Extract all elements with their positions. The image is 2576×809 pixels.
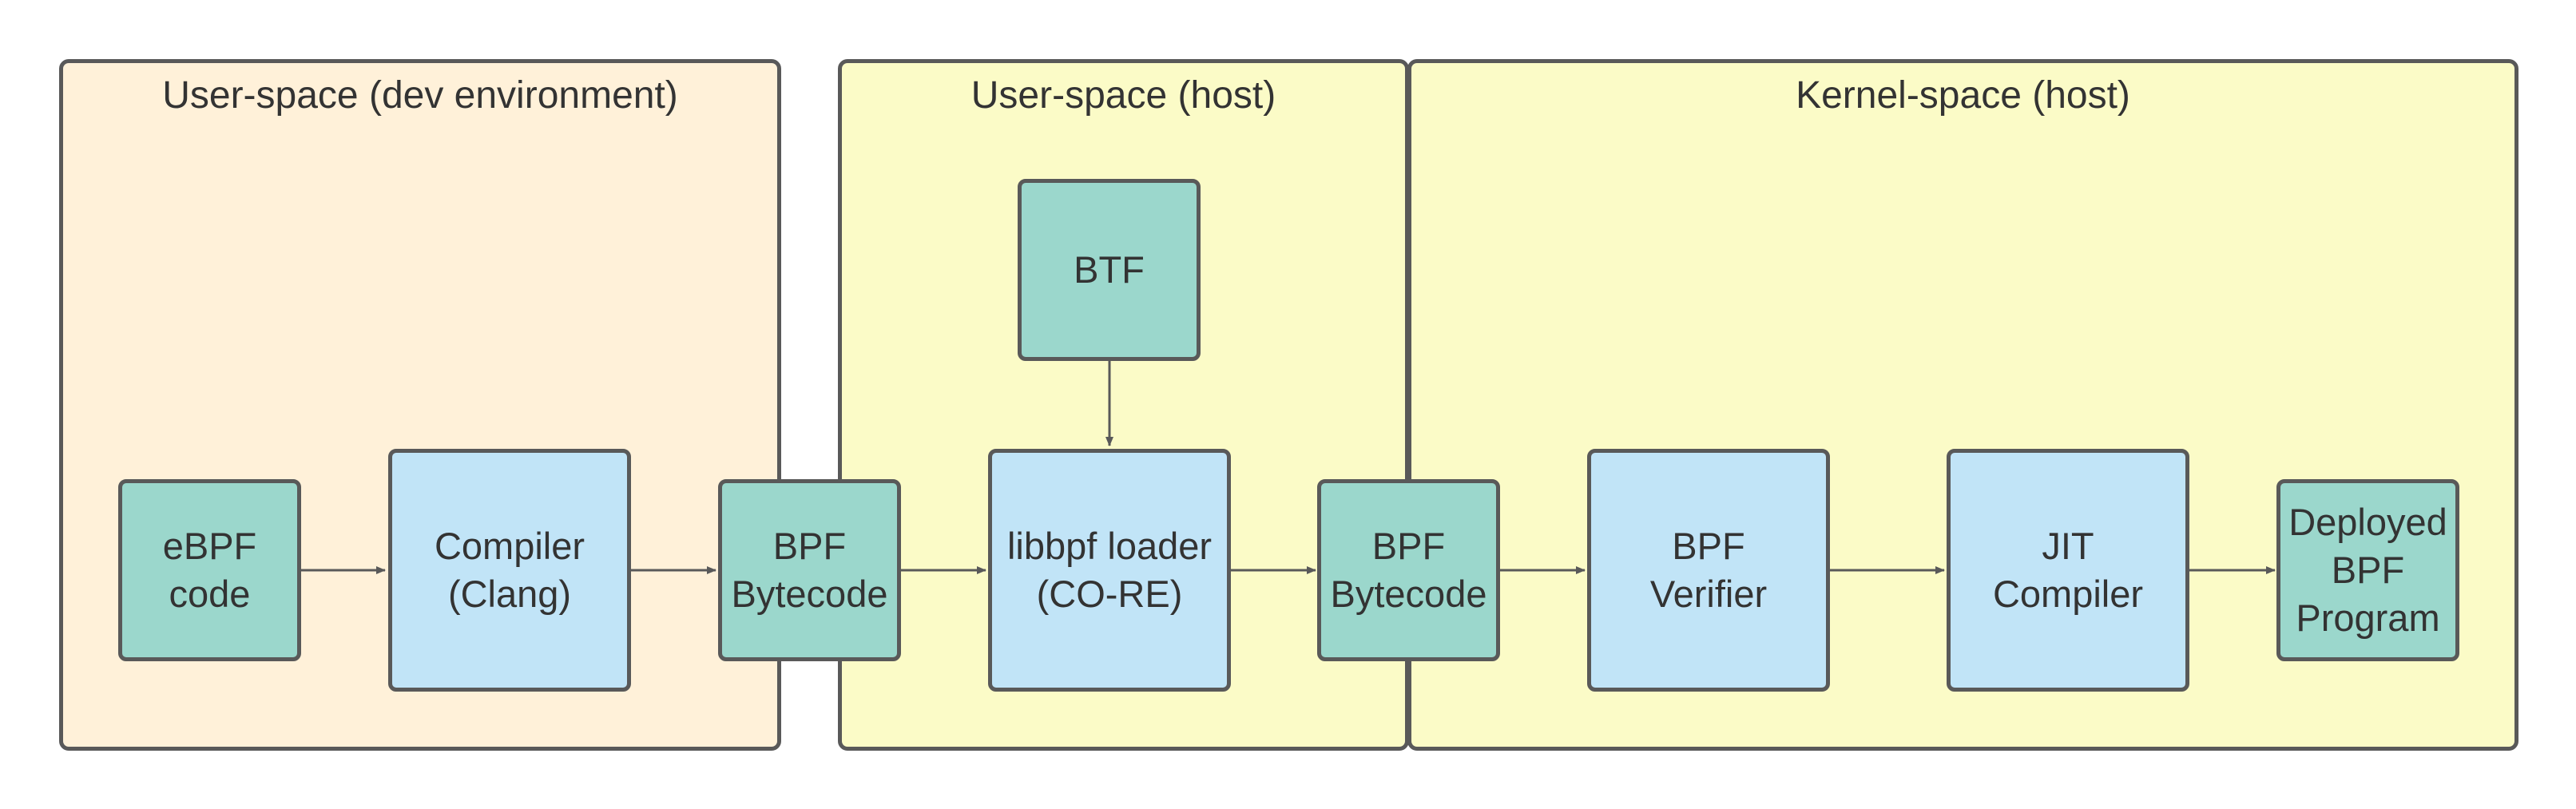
node-bpf-bytecode-2: BPF Bytecode [1317, 479, 1500, 661]
node-libbpf-loader: libbpf loader (CO-RE) [988, 449, 1231, 692]
node-bpf-bytecode-1: BPF Bytecode [718, 479, 901, 661]
node-jit-compiler: JIT Compiler [1947, 449, 2189, 692]
node-ebpf-code: eBPF code [118, 479, 301, 661]
zone-title-dev: User-space (dev environment) [162, 74, 678, 117]
node-btf: BTF [1018, 179, 1201, 361]
zone-title-kernel-host: Kernel-space (host) [1796, 74, 2130, 117]
node-compiler-clang: Compiler (Clang) [388, 449, 631, 692]
zone-title-user-host: User-space (host) [970, 74, 1276, 117]
node-deployed-bpf-program: Deployed BPF Program [2276, 479, 2459, 661]
node-bpf-verifier: BPF Verifier [1587, 449, 1830, 692]
